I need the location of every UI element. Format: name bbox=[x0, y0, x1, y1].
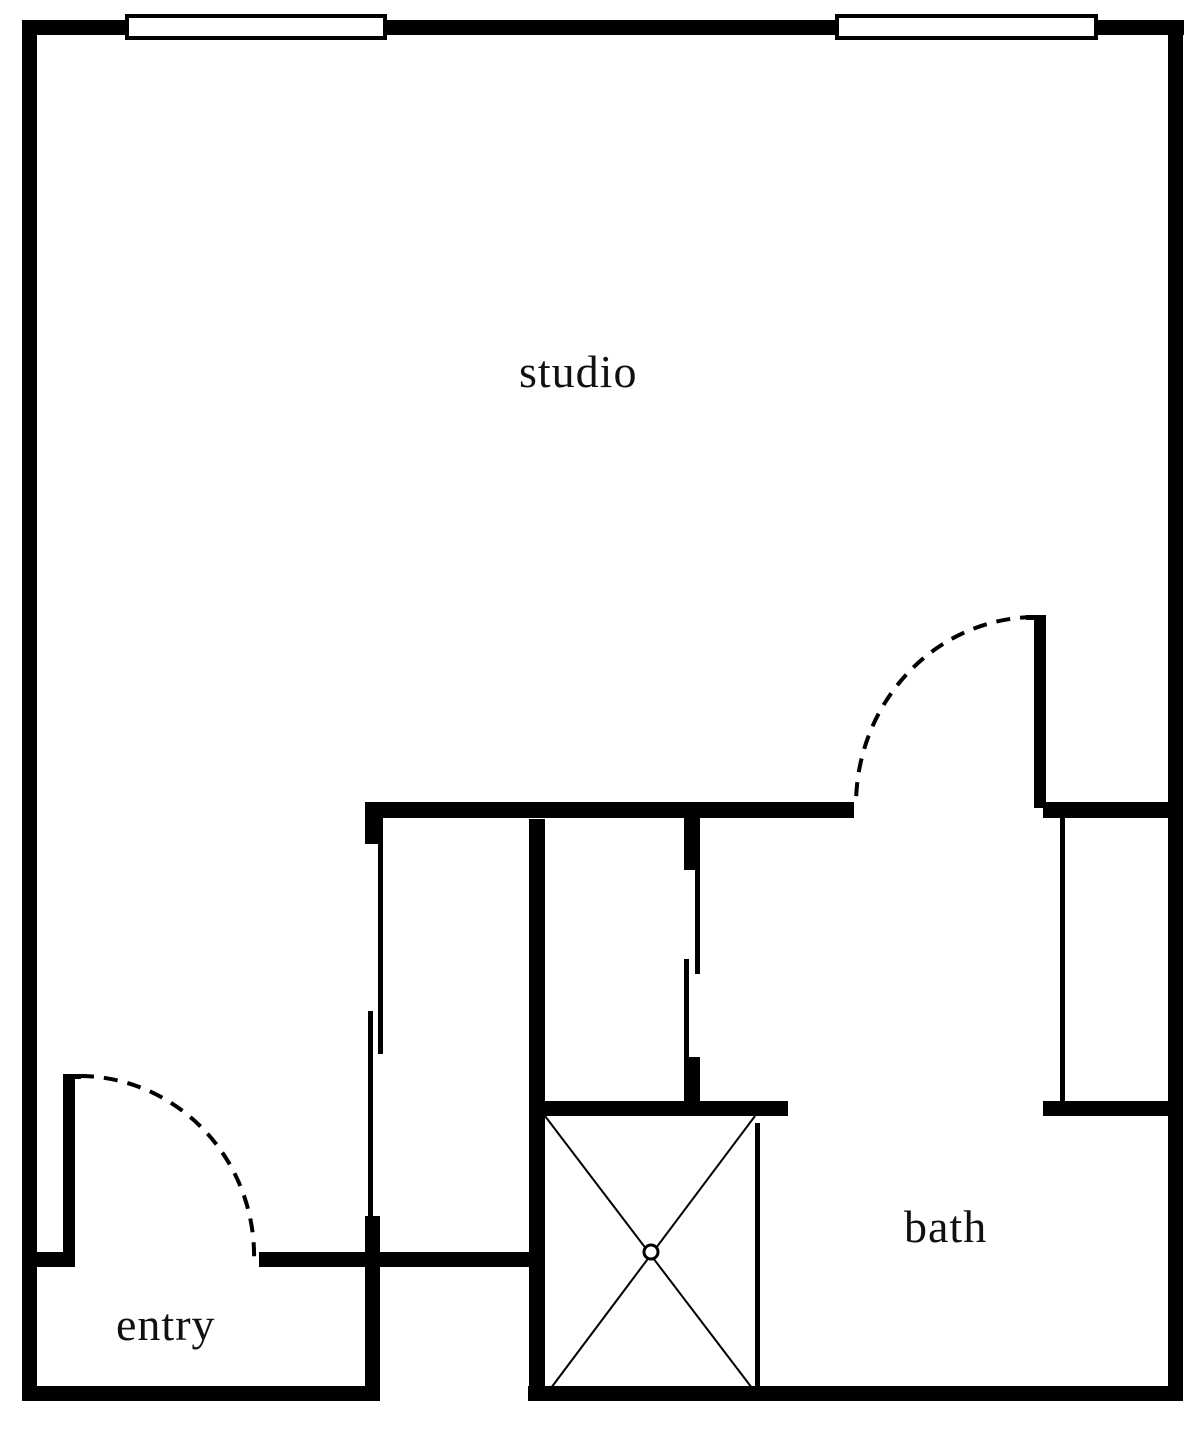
entry-walls bbox=[22, 1074, 535, 1401]
linen-closet-divider bbox=[1060, 818, 1065, 1102]
window-left-icon bbox=[125, 14, 387, 40]
room-label-bath: bath bbox=[904, 1201, 988, 1252]
window-right-icon bbox=[835, 14, 1098, 40]
bath-door-swing-icon bbox=[854, 615, 1035, 806]
shower-icon bbox=[544, 1115, 760, 1389]
shower-drain-icon bbox=[642, 1243, 660, 1261]
room-label-entry: entry bbox=[116, 1299, 216, 1350]
entry-door-swing-icon bbox=[79, 1074, 257, 1263]
interior-walls bbox=[365, 615, 1183, 1401]
closet-sliding-door-left-icon bbox=[368, 843, 383, 1221]
room-label-studio: studio bbox=[519, 346, 638, 397]
closet-sliding-door-middle-icon bbox=[684, 869, 700, 1059]
